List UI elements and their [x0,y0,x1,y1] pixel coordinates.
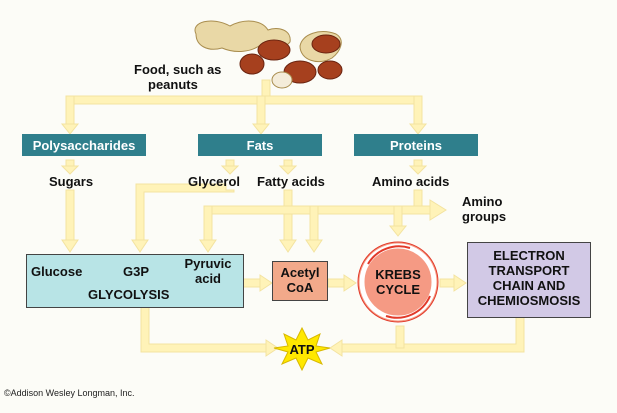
glycerol-label: Glycerol [188,174,241,189]
g3p-label: G3P [123,264,150,279]
peanut-illustration-icon [194,20,343,89]
glycolysis-title: GLYCOLYSIS [88,287,170,302]
header-proteins: Proteins [354,134,478,156]
amino-acids-label: Amino acids [372,174,450,189]
glucose-label: Glucose [31,264,83,279]
electron-transport-box [467,242,591,318]
atp-label: ATP [289,342,315,357]
fatty-acids-label: Fatty acids [257,174,325,189]
atp-burst-icon [273,326,331,372]
acetyl-coa-box [272,261,328,301]
amino-groups-label: Amino groups [462,194,507,224]
pyruvic-acid-label: Pyruvic acid [184,256,232,286]
food-label: Food, such as peanuts [134,62,222,92]
header-polysaccharides: Polysaccharides [22,134,146,156]
acetyl-coa-label: Acetyl CoA [280,265,320,295]
header-fats: Fats [198,134,322,156]
glycolysis-box [26,254,244,308]
sugars-label: Sugars [49,174,94,189]
copyright-credit: ©Addison Wesley Longman, Inc. [4,388,135,398]
krebs-cycle-circle-icon [357,241,439,323]
electron-transport-label: ELECTRON TRANSPORT CHAIN AND CHEMIOSMOSI… [477,248,581,308]
krebs-cycle-label: KREBS CYCLE [375,267,421,297]
